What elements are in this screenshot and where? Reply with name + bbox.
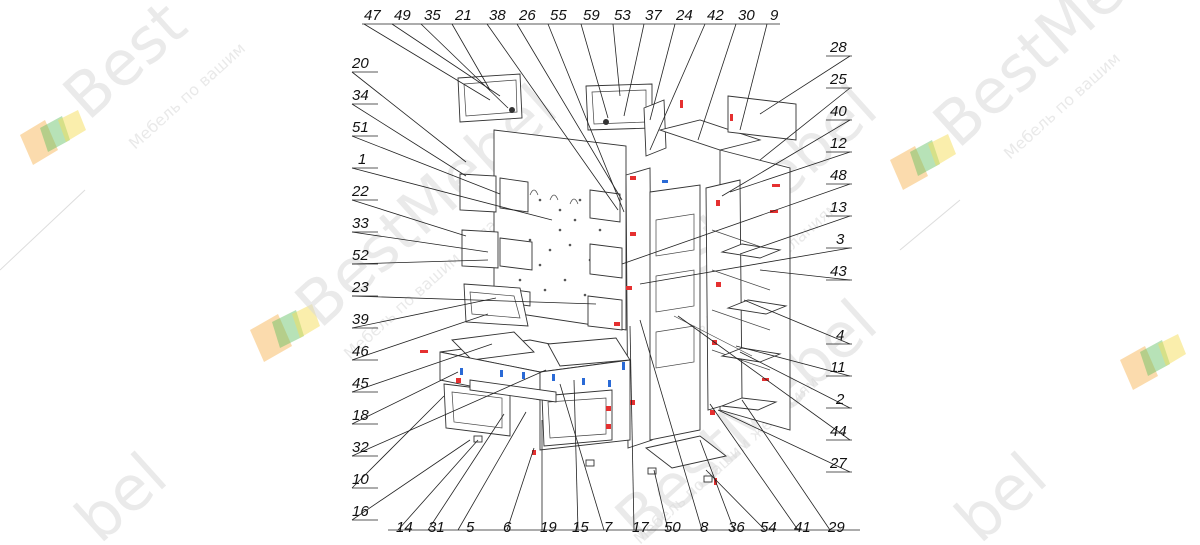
callout-label: 47 <box>364 7 381 24</box>
callout-label: 28 <box>829 39 847 56</box>
watermark-tail-bottom-right: bel <box>941 439 1060 545</box>
callout-label: 3 <box>836 231 845 248</box>
callout-label: 4 <box>836 327 844 344</box>
callout-label: 21 <box>454 7 472 24</box>
fitting-marks <box>420 100 780 485</box>
callout-label: 26 <box>518 7 536 24</box>
callout-label: 37 <box>645 7 662 24</box>
callout-label: 42 <box>707 7 724 24</box>
frame-left-3 <box>463 283 529 327</box>
callout-label: 36 <box>728 519 745 536</box>
callout-label: 34 <box>352 87 369 104</box>
callout-label: 59 <box>583 7 600 24</box>
callout-label: 25 <box>829 71 847 88</box>
callout-label: 8 <box>700 519 709 536</box>
callout-label: 40 <box>830 103 847 120</box>
callout-label: 5 <box>466 519 475 536</box>
callout-label: 18 <box>352 407 369 424</box>
leader-lines <box>351 23 860 531</box>
callout-label: 55 <box>550 7 567 24</box>
side-strip-top <box>643 99 667 157</box>
callout-label: 48 <box>830 167 847 184</box>
callout-label: 45 <box>352 375 369 392</box>
callout-label: 44 <box>830 423 847 440</box>
frame-left-2 <box>461 229 499 269</box>
callout-label: 41 <box>794 519 811 536</box>
callout-label: 10 <box>352 471 369 488</box>
callout-label: 22 <box>351 183 369 200</box>
callout-label: 23 <box>351 279 369 296</box>
callout-label: 2 <box>835 391 845 408</box>
callout-label: 24 <box>675 7 693 24</box>
callout-label: 32 <box>352 439 369 456</box>
frame-left-1 <box>459 173 497 213</box>
callout-label: 54 <box>760 519 777 536</box>
callouts-bottom: 14 31 5 6 19 15 7 17 50 8 36 54 41 29 <box>396 519 845 536</box>
exploded-assembly <box>439 73 797 469</box>
plinth-right <box>644 435 728 469</box>
callouts-right: 28 25 40 12 48 13 3 43 4 11 2 44 27 <box>829 39 847 472</box>
callout-label: 9 <box>770 7 779 24</box>
callout-label: 49 <box>394 7 411 24</box>
callout-label: 51 <box>352 119 369 136</box>
shelf-top <box>658 119 762 151</box>
callout-label: 12 <box>830 135 847 152</box>
watermark-left: Best Мебель по вашим <box>0 0 249 271</box>
callout-label: 38 <box>489 7 506 24</box>
callout-label: 11 <box>830 359 846 376</box>
callout-label: 53 <box>614 7 631 24</box>
callout-label: 52 <box>352 247 369 264</box>
callouts-left: 20 34 51 1 22 33 52 23 39 46 45 18 32 10… <box>351 55 369 520</box>
callout-label: 27 <box>829 455 847 472</box>
drawer-right <box>541 389 613 447</box>
callout-label: 46 <box>352 343 369 360</box>
callout-label: 33 <box>352 215 369 232</box>
watermark-right: BestMebel Мебель по вашим <box>890 0 1200 251</box>
callout-label: 13 <box>830 199 847 216</box>
door-panel-top-left <box>457 73 523 123</box>
callout-label: 7 <box>604 519 613 536</box>
callout-label: 31 <box>428 519 445 536</box>
board-top-right <box>727 95 797 141</box>
callout-label: 43 <box>830 263 847 280</box>
callout-label: 16 <box>352 503 369 520</box>
back-panel-right <box>649 184 701 441</box>
callout-label: 14 <box>396 519 413 536</box>
callout-label: 20 <box>351 55 369 72</box>
callout-label: 19 <box>540 519 557 536</box>
callout-label: 30 <box>738 7 755 24</box>
callout-label: 17 <box>632 519 649 536</box>
watermark-brand-right: BestMebel <box>919 0 1200 161</box>
callout-label: 35 <box>424 7 441 24</box>
callout-label: 6 <box>503 519 512 536</box>
callout-label: 39 <box>352 311 369 328</box>
callout-label: 1 <box>358 151 366 168</box>
watermark-bottom-left: bel <box>61 439 180 545</box>
callout-label: 29 <box>827 519 845 536</box>
callout-label: 15 <box>572 519 589 536</box>
watermark-bottom-right: bel <box>941 334 1186 545</box>
callouts-top: 47 49 35 21 38 26 55 59 53 37 24 42 30 9 <box>364 7 779 24</box>
watermark-tail-bottom-left: bel <box>61 439 180 545</box>
callout-label: 50 <box>664 519 681 536</box>
